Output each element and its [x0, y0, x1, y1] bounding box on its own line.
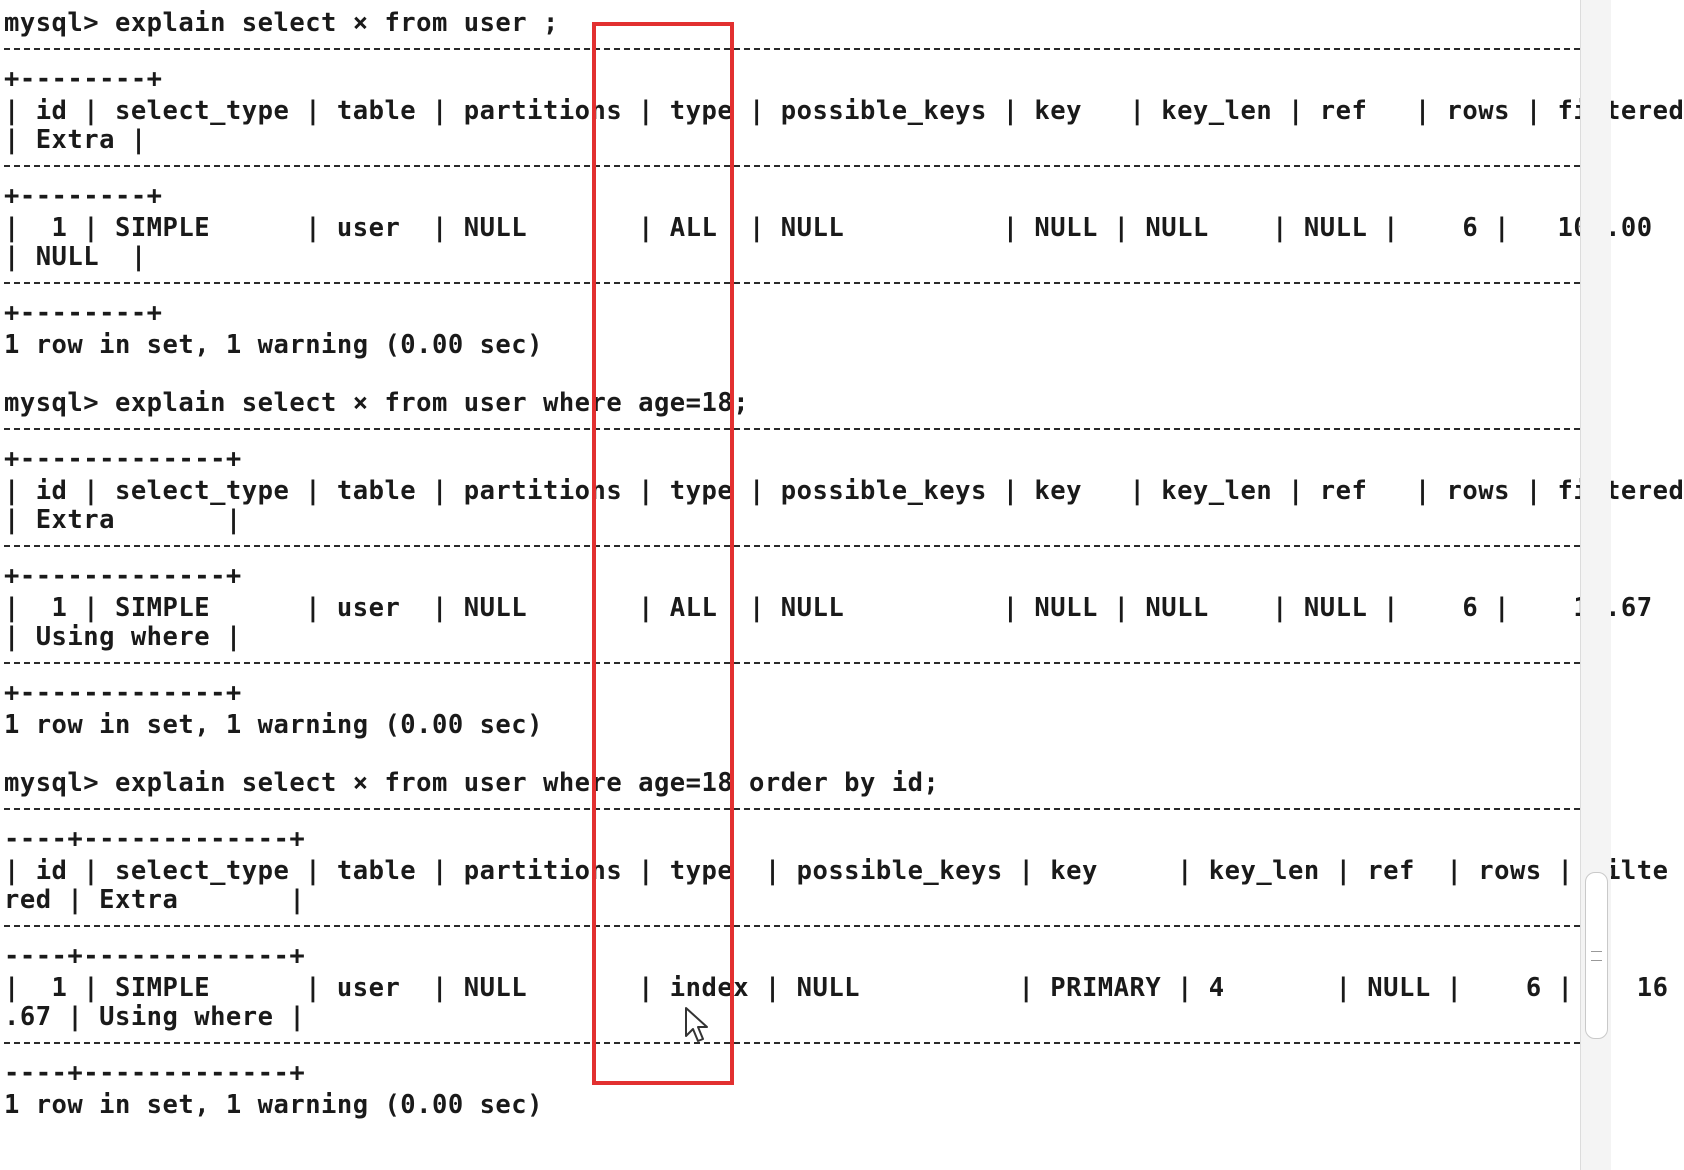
- table-rule: [4, 925, 1580, 929]
- query1-result: 1 row in set, 1 warning (0.00 sec): [4, 330, 543, 360]
- query1-prompt: mysql> explain select × from user ;: [4, 8, 559, 38]
- table-rule: [4, 545, 1580, 549]
- query1-rule-tail-mid: +--------+: [4, 181, 163, 211]
- query3-header-line1: | id | select_type | table | partitions …: [4, 856, 1669, 886]
- query3-row-line1: | 1 | SIMPLE | user | NULL | index | NUL…: [4, 973, 1669, 1003]
- mouse-pointer-icon: [685, 1007, 708, 1042]
- scrollbar-grip-icon: [1591, 951, 1602, 961]
- query1-row-line2: | NULL |: [4, 242, 147, 272]
- query3-prompt: mysql> explain select × from user where …: [4, 768, 940, 798]
- query1-rule-tail-bottom: +--------+: [4, 298, 163, 328]
- query1-header-line1: | id | select_type | table | partitions …: [4, 96, 1684, 126]
- query2-rule-tail-bottom: +-------------+: [4, 678, 242, 708]
- query2-header-line1: | id | select_type | table | partitions …: [4, 476, 1684, 506]
- query1-row-line1: | 1 | SIMPLE | user | NULL | ALL | NULL …: [4, 213, 1653, 243]
- query3-rule-tail-bottom: ----+-------------+: [4, 1058, 306, 1088]
- type-column-highlight: [592, 22, 734, 1085]
- query2-row-line2: | Using where |: [4, 622, 242, 652]
- query1-header-line2: | Extra |: [4, 125, 147, 155]
- query1-rule-tail-top: +--------+: [4, 64, 163, 94]
- table-rule: [4, 48, 1580, 52]
- scrollbar-thumb[interactable]: [1585, 872, 1608, 1039]
- query2-rule-tail-mid: +-------------+: [4, 561, 242, 591]
- query3-rule-tail-mid: ----+-------------+: [4, 941, 306, 971]
- table-rule: [4, 808, 1580, 812]
- table-rule: [4, 662, 1580, 666]
- query3-rule-tail-top: ----+-------------+: [4, 824, 306, 854]
- table-rule: [4, 1042, 1580, 1046]
- query2-row-line1: | 1 | SIMPLE | user | NULL | ALL | NULL …: [4, 593, 1653, 623]
- query3-row-line2: .67 | Using where |: [4, 1002, 306, 1032]
- vertical-scrollbar[interactable]: [1580, 0, 1611, 1170]
- query2-result: 1 row in set, 1 warning (0.00 sec): [4, 710, 543, 740]
- query3-result: 1 row in set, 1 warning (0.00 sec): [4, 1090, 543, 1120]
- query2-header-line2: | Extra |: [4, 505, 242, 535]
- table-rule: [4, 428, 1580, 432]
- query3-header-line2: red | Extra |: [4, 885, 306, 915]
- table-rule: [4, 282, 1580, 286]
- query2-rule-tail-top: +-------------+: [4, 444, 242, 474]
- table-rule: [4, 165, 1580, 169]
